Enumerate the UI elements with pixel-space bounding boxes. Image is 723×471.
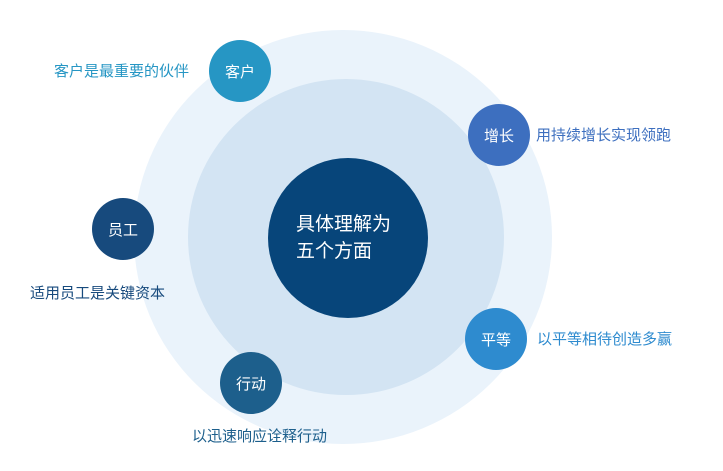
node-equality-label: 平等	[480, 330, 511, 349]
desc-customer: 客户是最重要的伙伴	[54, 62, 190, 80]
node-customer: 客户	[209, 40, 271, 102]
center-text-line1: 具体理解为	[296, 213, 392, 235]
center-circle: 具体理解为 五个方面	[268, 158, 428, 318]
node-employee-label: 员工	[107, 220, 138, 239]
desc-action: 以迅速响应诠释行动	[192, 427, 328, 445]
node-equality: 平等	[465, 308, 527, 370]
node-customer-label: 客户	[224, 62, 255, 81]
node-employee: 员工	[92, 198, 154, 260]
node-growth: 增长	[468, 104, 530, 166]
desc-growth: 用持续增长实现领跑	[536, 126, 672, 144]
node-action-label: 行动	[235, 374, 266, 393]
node-growth-label: 增长	[483, 126, 514, 145]
desc-employee: 适用员工是关键资本	[30, 284, 166, 302]
center-text-line2: 五个方面	[296, 240, 373, 262]
node-action: 行动	[220, 352, 282, 414]
desc-equality: 以平等相待创造多赢	[537, 330, 673, 348]
